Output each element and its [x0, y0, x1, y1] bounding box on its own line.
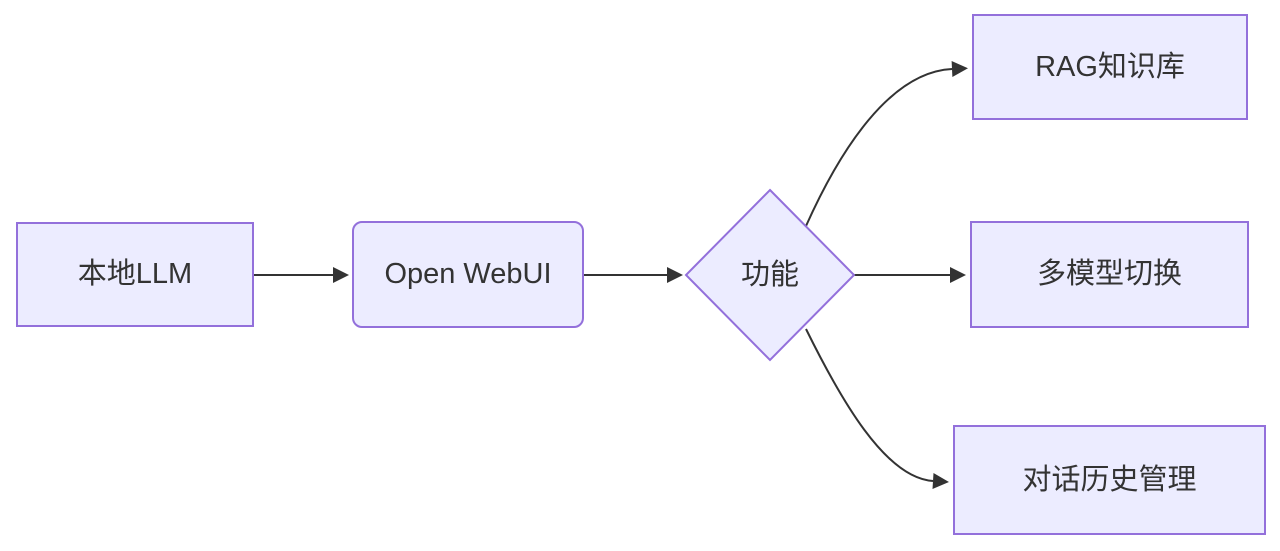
node-local-llm-label: 本地LLM	[77, 258, 193, 290]
node-local-llm: 本地LLM	[16, 222, 254, 327]
node-rag: RAG知识库	[972, 14, 1248, 120]
node-chat-history: 对话历史管理	[953, 425, 1266, 535]
node-multi-model-label: 多模型切换	[1036, 258, 1182, 290]
edge-features-to-chat-history	[805, 328, 949, 489]
edge-features-to-rag	[805, 61, 968, 227]
node-multi-model: 多模型切换	[970, 221, 1249, 328]
node-features-shape	[684, 188, 856, 362]
node-open-webui-label: Open WebUI	[384, 258, 552, 290]
node-rag-label: RAG知识库	[1035, 50, 1185, 83]
node-open-webui: Open WebUI	[352, 221, 584, 328]
node-chat-history-label: 对话历史管理	[1022, 463, 1197, 496]
